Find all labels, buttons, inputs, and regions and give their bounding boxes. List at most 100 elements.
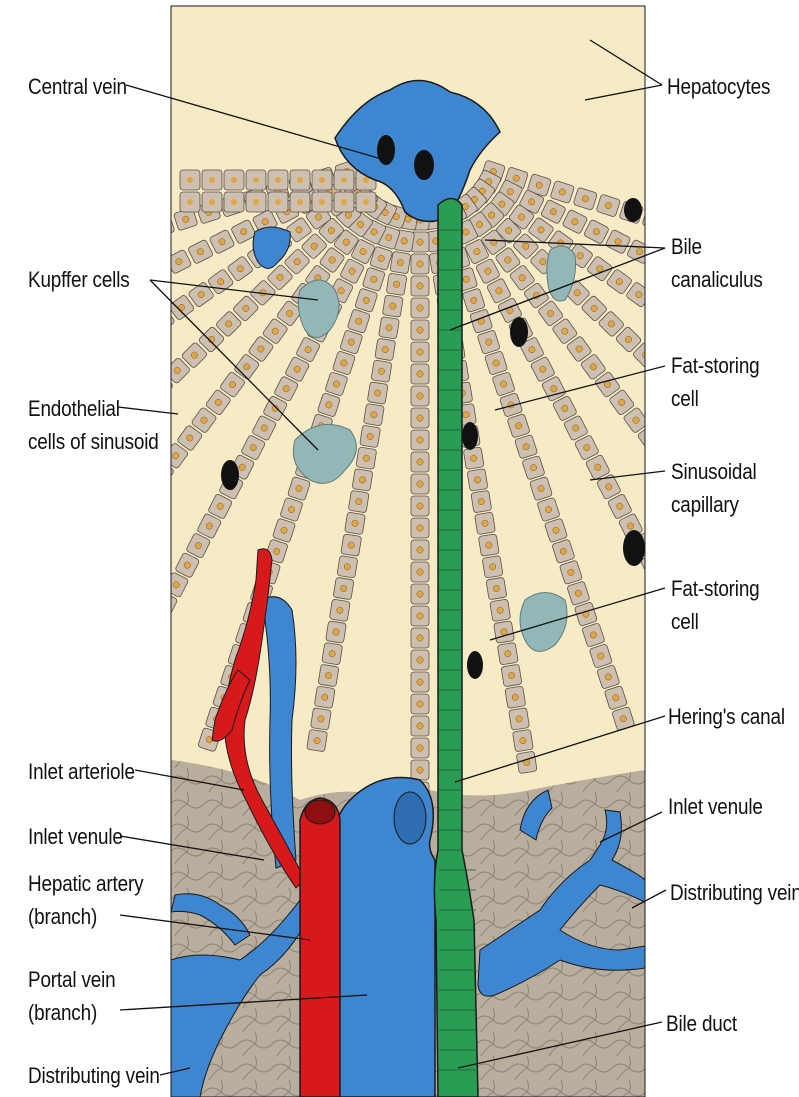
hepatocyte-nucleus [173,582,179,588]
hepatocyte-nucleus [3,338,9,344]
hepatocyte [70,359,97,385]
hepatocyte [10,497,37,524]
hepatocyte-nucleus [341,360,347,366]
hepatocyte-nucleus [239,464,245,470]
fat-storing-cell-5 [467,651,483,679]
hepatocyte-nucleus [674,223,680,229]
hepatocyte-nucleus [538,485,544,491]
label-hepatocytes: Hepatocytes [667,70,770,103]
label-inlet-venule-right: Inlet venule [668,790,763,823]
hepatocyte [665,307,692,333]
hepatocyte [778,309,799,334]
hepatocyte-nucleus [154,269,160,275]
hepatocyte-nucleus [417,745,423,751]
hepatocyte-nucleus [59,595,65,601]
hepatocyte-nucleus [606,484,612,490]
hepatocyte-nucleus [21,264,27,270]
hepatocyte-nucleus [507,189,513,195]
hepatocyte-nucleus [598,653,604,659]
hepatocyte-nucleus [277,274,283,280]
hepatocyte-nucleus [322,694,328,700]
hepatocyte [684,320,711,346]
hepatocyte [120,496,146,523]
hepatocyte-nucleus [789,257,795,263]
hepatocyte-nucleus [231,199,237,205]
hepatocyte-nucleus [593,229,599,235]
hepatocyte [782,385,799,411]
label-central-vein: Central vein [28,70,127,103]
hepatocyte-nucleus [130,506,136,512]
hepatocyte-nucleus [311,243,317,249]
label-distributing-vein-right: Distributing vein [670,876,799,909]
hepatocyte-nucleus [516,716,522,722]
hepatocyte [109,333,136,359]
hepatocyte-nucleus [159,223,165,229]
hepatocyte-nucleus [720,236,726,242]
hepatocyte-nucleus [584,444,590,450]
hepatocyte-nucleus [595,464,601,470]
hepatocyte-nucleus [519,275,525,281]
hepatocyte-nucleus [338,288,344,294]
hepatocyte-nucleus [187,199,193,205]
hepatocyte [722,531,748,558]
hepatocyte-nucleus [562,328,568,334]
hepatocyte-nucleus [551,386,557,392]
hepatocyte-nucleus [343,239,349,245]
hepatocyte-nucleus [647,435,653,441]
hepatocyte-nucleus [262,219,268,225]
hepatocyte-nucleus [506,227,512,233]
hepatocyte-nucleus [73,577,79,583]
hepatocyte-nucleus [540,366,546,372]
hepatocyte [27,482,54,509]
hepatocyte-nucleus [401,238,407,244]
hepatocyte-nucleus [417,525,423,531]
hepatocyte-nucleus [363,297,369,303]
hepatocyte-nucleus [728,430,734,436]
central-vein-lumen-2 [414,150,434,180]
hepatocyte-nucleus [496,288,502,294]
hepatocyte-nucleus [352,520,358,526]
hepatocyte-nucleus [318,716,324,722]
hepatocyte-nucleus [478,498,484,504]
hepatocyte-nucleus [296,485,302,491]
hepatocyte-nucleus [417,327,423,333]
fat-storing-cell-4 [221,460,239,490]
hepatocyte-nucleus [209,177,215,183]
hepatocyte-nucleus [198,291,204,297]
hepatocyte-nucleus [747,559,753,565]
hepatocyte-nucleus [123,414,129,420]
hepatocyte-nucleus [711,414,717,420]
hepatocyte-nucleus [489,564,495,570]
hepatocyte-nucleus [315,214,321,220]
hepatocyte-nucleus [417,261,423,267]
label-sinusoidal-line-2: capillary [671,488,739,521]
hepatocyte-nucleus [417,459,423,465]
hepatocyte-nucleus [187,435,193,441]
hepatocyte-nucleus [329,651,335,657]
hepatocyte-nucleus [219,239,225,245]
hepatocyte-nucleus [499,201,505,207]
hepatocyte-nucleus [348,339,354,345]
hepatocyte-nucleus [515,423,521,429]
hepatocyte-nucleus [417,591,423,597]
hepatocyte [90,346,117,372]
hepatocyte-nucleus [538,227,544,233]
hepatocyte-nucleus [237,266,243,272]
hepatocyte-nucleus [107,699,113,705]
hepatocyte-nucleus [197,249,203,255]
hepatocyte-nucleus [651,216,657,222]
hepatocyte-nucleus [217,503,223,509]
hepatocyte-nucleus [244,364,250,370]
label-fat-storing-2-line-2: cell [671,605,699,638]
hepatocyte-nucleus [463,229,469,235]
hepatocyte-nucleus [616,279,622,285]
hepatocyte-nucleus [530,465,536,471]
hepatocyte-nucleus [505,651,511,657]
hepatocyte [0,262,14,285]
hepatocyte-nucleus [482,520,488,526]
hepatocyte-nucleus [183,216,189,222]
hepatocyte [131,631,156,657]
hepatocyte-nucleus [536,182,542,188]
hepatocyte-nucleus [243,305,249,311]
label-kupffer-cells: Kupffer cells [28,263,130,296]
